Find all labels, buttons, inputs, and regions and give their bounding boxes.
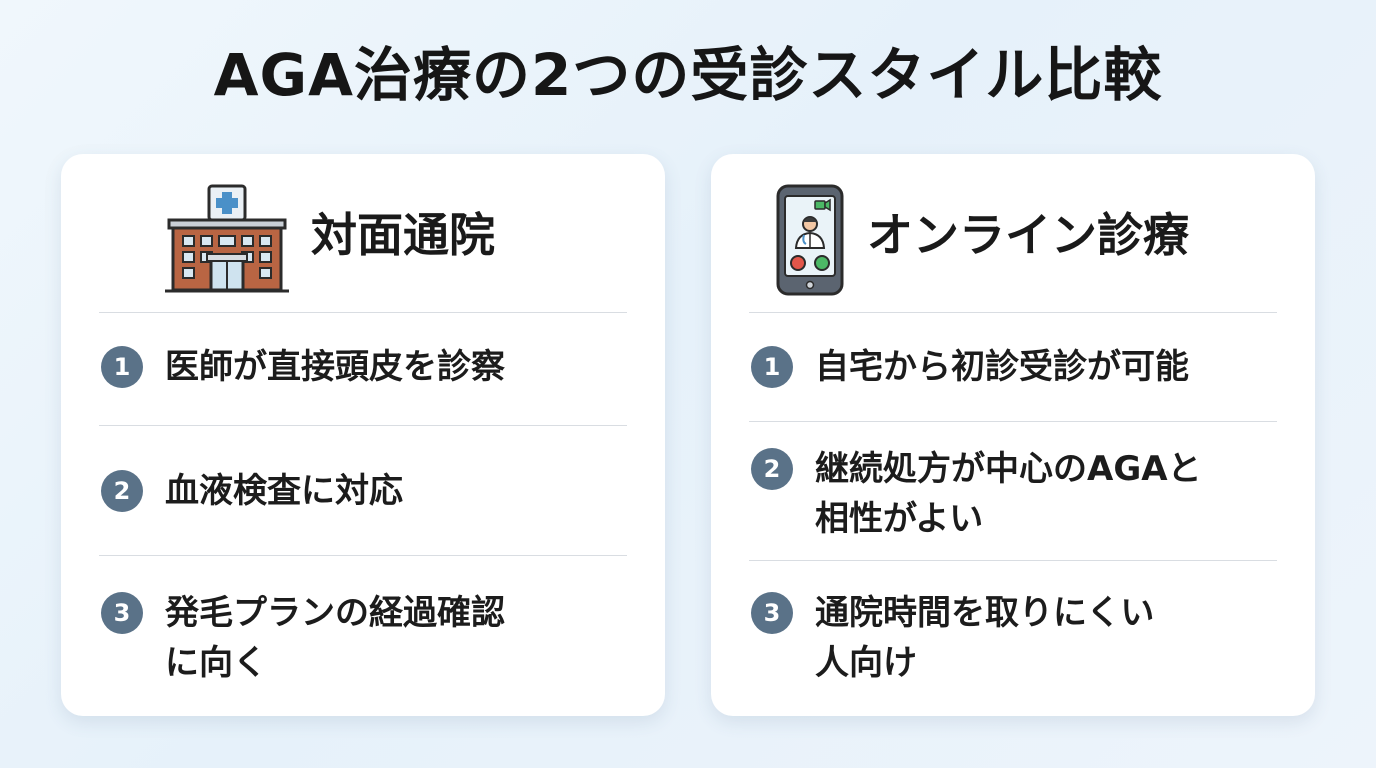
list-item: 1 自宅から初診受診が可能 xyxy=(749,342,1277,392)
online-card: オンライン診療 1 自宅から初診受診が可能 2 継続処方が中心のAGAと 相性が… xyxy=(711,154,1315,716)
number-badge: 2 xyxy=(101,470,143,512)
item-text: 継続処方が中心のAGAと 相性がよい xyxy=(815,449,1202,539)
in-person-card-header: 対面通院 xyxy=(61,154,665,312)
in-person-card: 対面通院 1 医師が直接頭皮を診察 2 血液検査に対応 3 発毛プランの経過確認… xyxy=(61,154,665,716)
number-badge: 3 xyxy=(101,592,143,634)
divider xyxy=(749,560,1277,561)
divider xyxy=(99,425,627,426)
item-text: 通院時間を取りにくい 人向け xyxy=(815,593,1155,683)
number-badge: 1 xyxy=(751,346,793,388)
list-item: 3 通院時間を取りにくい 人向け xyxy=(749,588,1277,688)
number-badge: 3 xyxy=(751,592,793,634)
item-text: 自宅から初診受診が可能 xyxy=(815,347,1189,387)
divider xyxy=(99,312,627,313)
item-text: 発毛プランの経過確認 に向く xyxy=(165,593,505,683)
list-item: 2 継続処方が中心のAGAと 相性がよい xyxy=(749,444,1277,544)
divider xyxy=(749,421,1277,422)
hospital-icon xyxy=(165,184,289,298)
number-badge: 2 xyxy=(751,448,793,490)
item-text: 医師が直接頭皮を診察 xyxy=(165,347,505,387)
number-badge: 1 xyxy=(101,346,143,388)
divider xyxy=(99,555,627,556)
list-item: 1 医師が直接頭皮を診察 xyxy=(99,342,627,392)
list-item: 2 血液検査に対応 xyxy=(99,466,627,516)
in-person-heading: 対面通院 xyxy=(311,208,495,262)
divider xyxy=(749,312,1277,313)
online-heading: オンライン診療 xyxy=(867,208,1189,262)
smartphone-video-call-icon xyxy=(775,184,847,302)
list-item: 3 発毛プランの経過確認 に向く xyxy=(99,588,627,688)
page-title: AGA治療の2つの受診スタイル比較 xyxy=(213,41,1163,109)
online-card-header: オンライン診療 xyxy=(711,154,1315,312)
item-text: 血液検査に対応 xyxy=(165,471,403,511)
